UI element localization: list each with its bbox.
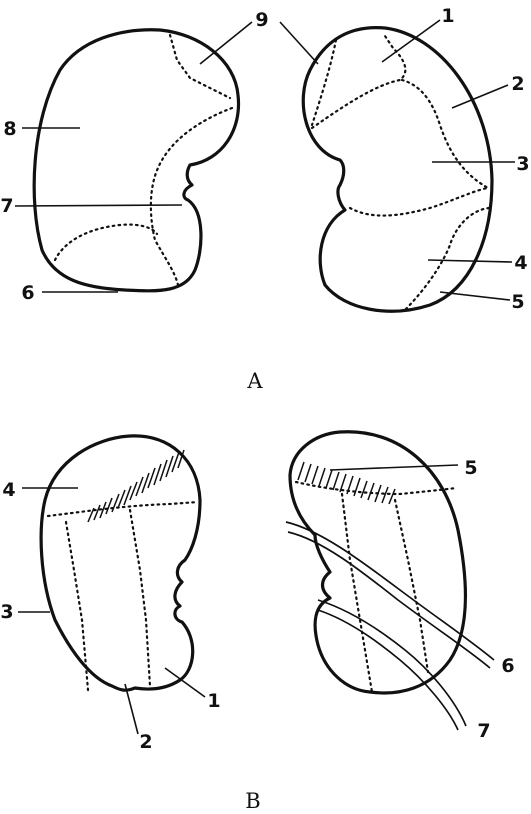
kidney-a-right-leader-4: [427, 259, 513, 263]
kidney-a-right-dotted-d: [348, 186, 490, 217]
label-b-right-6: 6: [501, 655, 514, 677]
kidney-b-right-dotted-vertical-2: [393, 498, 430, 674]
kidney-b-right-hatching: [297, 461, 396, 505]
kidney-a-left-leader-7: [14, 204, 183, 207]
kidney-a-right-dotted-e: [401, 206, 491, 314]
kidney-a-right-leader-9: [279, 21, 319, 65]
kidney-b-left-dotted-transverse: [46, 500, 200, 518]
kidney-a-right-leader-1: [381, 19, 441, 63]
kidney-a-right-dotted-c: [400, 78, 490, 190]
label-b-left-1: 1: [207, 690, 220, 712]
kidney-b-left-dotted-vertical-2: [128, 508, 152, 688]
kidney-b-right-outline: [288, 430, 467, 695]
panel-b: 4 3 1 2: [0, 430, 515, 813]
panel-a-label: A: [246, 369, 263, 393]
label-a-right-4: 4: [514, 252, 527, 274]
renal-vessel-lower: [317, 599, 467, 731]
label-a-right-1: 1: [441, 5, 454, 27]
kidney-a-right: 1 2 3 4 5: [279, 5, 530, 314]
kidney-a-left-leader-9: [199, 21, 253, 65]
kidney-b-left-outline: [39, 434, 202, 692]
kidney-a-left-outline: [32, 28, 241, 293]
kidney-a-right-leader-5: [439, 291, 511, 301]
kidney-b-left-hatching: [87, 449, 185, 523]
label-b-right-7: 7: [477, 720, 490, 742]
label-a-left-7: 7: [0, 195, 13, 217]
kidney-a-left: 9 8 7 6: [0, 9, 268, 304]
panel-a: 9 8 7 6 1 2 3 4 5 A: [0, 5, 529, 393]
label-b-right-5: 5: [464, 457, 477, 479]
label-a-right-2: 2: [511, 73, 524, 95]
kidney-b-left: 4 3 1 2: [0, 434, 221, 753]
kidney-a-left-dotted-lower: [53, 223, 159, 262]
kidney-a-left-dotted-pole: [149, 106, 234, 287]
kidney-a-right-dotted-a: [310, 38, 338, 127]
kidney-a-right-outline: [301, 26, 494, 313]
label-a-right-5: 5: [511, 291, 524, 313]
label-b-left-4: 4: [2, 479, 15, 501]
label-a-right-3: 3: [516, 153, 529, 175]
kidney-b-left-dotted-vertical-1: [64, 520, 90, 692]
label-b-left-3: 3: [0, 601, 13, 623]
kidney-b-right-dotted-transverse: [294, 480, 458, 496]
renal-vessel-upper: [285, 521, 495, 669]
label-b-left-2: 2: [139, 731, 152, 753]
label-a-left-6: 6: [21, 282, 34, 304]
kidney-b-left-leader-2: [124, 683, 139, 735]
kidney-a-right-dotted-b: [310, 31, 407, 130]
kidney-b-right: 5 6 7: [285, 430, 515, 742]
label-a-left-9: 9: [255, 9, 268, 31]
kidney-a-left-dotted-upper: [168, 33, 232, 100]
label-a-left-8: 8: [3, 118, 16, 140]
panel-b-label: B: [245, 789, 260, 813]
kidney-a-right-leader-2: [451, 84, 509, 109]
kidney-b-right-leader-5: [329, 464, 459, 471]
kidney-b-right-dotted-vertical-1: [340, 492, 374, 694]
kidney-b-left-leader-1: [164, 667, 206, 698]
